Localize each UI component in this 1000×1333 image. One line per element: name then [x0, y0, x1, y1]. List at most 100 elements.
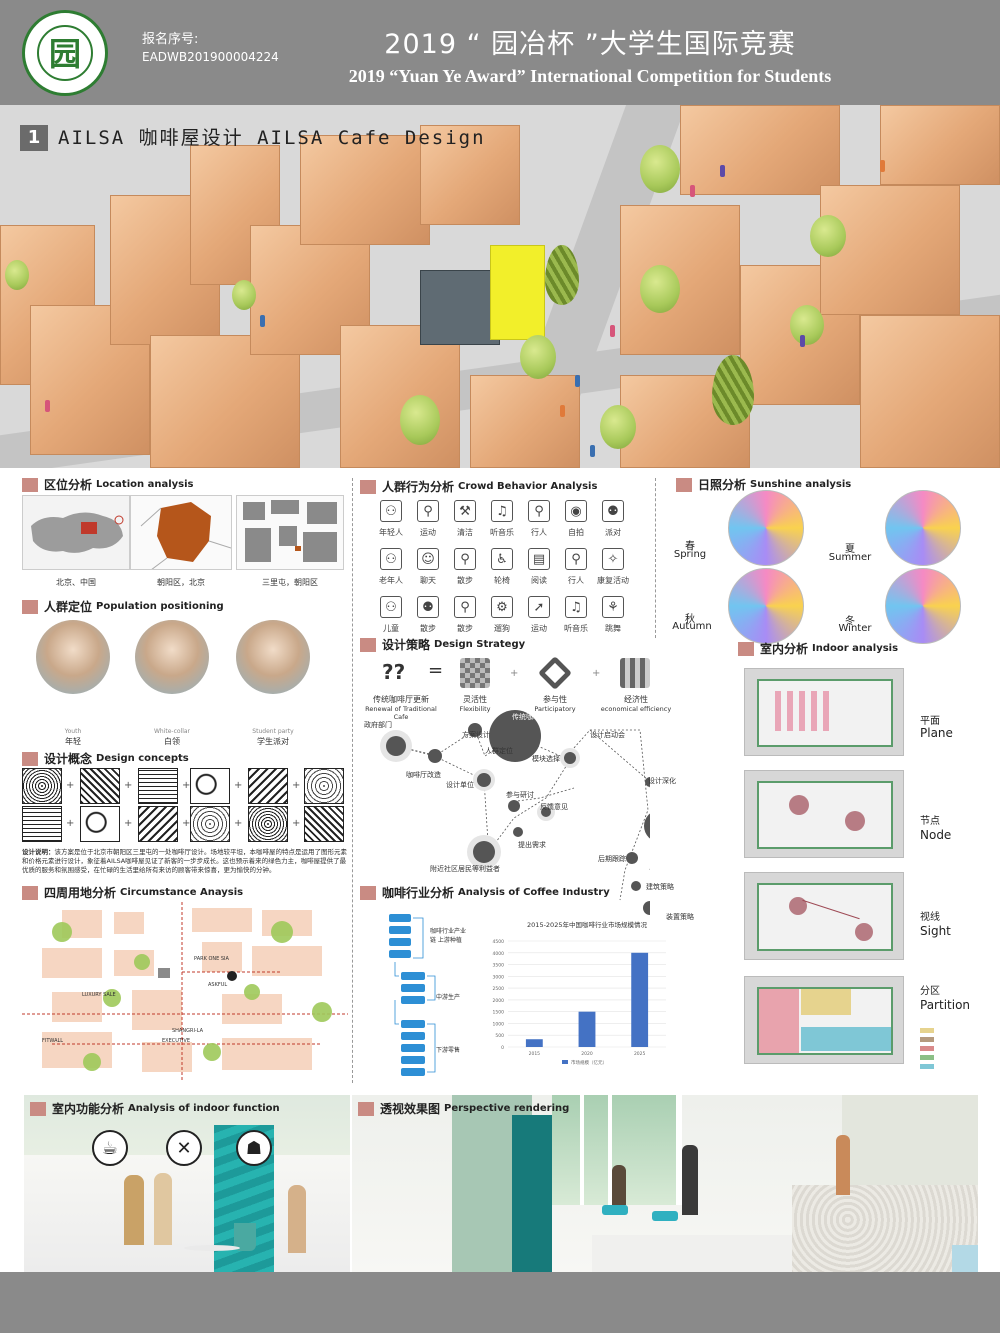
perspective-render — [352, 1095, 978, 1272]
heading-en: Location analysis — [96, 479, 194, 490]
walker-icon: ⚲ — [417, 500, 439, 522]
chart-title: 2015-2025年中国咖啡行业市场规模情况 — [527, 920, 647, 929]
economy-cube-icon — [620, 658, 650, 688]
plus-sign: + — [66, 818, 75, 829]
flow-stage: 咖啡行业产业链 上游种植 — [430, 928, 467, 944]
persona-youth-photo — [36, 620, 110, 694]
sunshine-heading: 日照分析 Sunshine analysis — [676, 476, 851, 493]
tree — [400, 395, 440, 445]
person — [880, 160, 885, 172]
world-map — [22, 495, 130, 570]
crowd-behavior-label: 康复活动 — [597, 576, 629, 585]
circumstance-map: PARK ONE SIA ASKFUL LUXURY SALE SHANGRI-… — [22, 902, 348, 1080]
heading-cn: 四周用地分析 — [44, 886, 117, 900]
persona-cn: 学生派对 — [257, 737, 289, 746]
strategy-node: 咖啡厅改造 — [406, 771, 441, 779]
coffee-heading: 咖啡行业分析 Analysis of Coffee Industry — [360, 884, 610, 901]
plan-label-en: Node — [920, 828, 952, 842]
location-heading: 区位分析 Location analysis — [22, 476, 194, 493]
concept-tile — [190, 806, 230, 842]
concept-tile — [80, 768, 120, 804]
concept-tile — [138, 768, 178, 804]
person — [260, 315, 265, 327]
legend-swatch — [920, 1037, 934, 1042]
crowd-behavior-label: 散步 — [420, 624, 436, 633]
heading-marker — [360, 637, 376, 652]
heading-marker — [738, 641, 754, 656]
heading-en: Perspective rendering — [444, 1103, 570, 1114]
sun-summer — [885, 490, 961, 566]
concepts-heading: 设计概念 Design concepts — [22, 750, 189, 767]
location-caption: 三里屯，朝阳区 — [262, 578, 318, 587]
crowd-behavior-label: 派对 — [605, 528, 621, 537]
divider — [352, 478, 353, 1083]
season-cn: 秋 — [685, 614, 695, 625]
strategy-equals: = — [428, 660, 444, 681]
heading-cn: 透视效果图 — [380, 1102, 441, 1116]
fork-knife-icon: ✕ — [166, 1130, 202, 1166]
old-house — [420, 270, 500, 345]
walker-4-icon: ⚲ — [565, 548, 587, 570]
crowd-behavior-label: 散步 — [457, 576, 473, 585]
plan-label-en: Plane — [920, 726, 953, 740]
heading-marker — [22, 599, 38, 614]
location-caption: 北京、中国 — [56, 578, 96, 587]
plan-sight — [744, 872, 904, 960]
crowd-behavior-label: 运动 — [531, 624, 547, 633]
tree — [232, 280, 256, 310]
plan-partition — [744, 976, 904, 1064]
heading-cn: 室内分析 — [760, 642, 809, 656]
strategy-node: 人群定位 — [485, 747, 513, 755]
strategy-item-cn: 参与性 — [543, 695, 567, 704]
logo-char: 园 — [37, 25, 93, 81]
chart-svg: 2015-2025年中国咖啡行业市场规模情况050010001500200025… — [493, 920, 666, 1066]
circumstance-heading: 四周用地分析 Circumstance Anaysis — [22, 884, 243, 901]
heading-marker — [358, 1101, 374, 1116]
tree — [5, 260, 29, 290]
chart-y-tick: 0 — [501, 1045, 504, 1051]
plus-sign: + — [510, 668, 519, 679]
building — [340, 325, 460, 468]
strategy-item-cn: 经济性 — [624, 695, 648, 704]
industry-flow — [385, 910, 470, 1080]
tree — [810, 215, 846, 257]
map-label: SHANGRI-LA — [172, 1028, 204, 1034]
crowd-behavior-label: 行人 — [531, 528, 547, 537]
strategy-node: 设计启动会 — [590, 731, 625, 739]
cleaner-icon: ⚒ — [454, 500, 476, 522]
person — [800, 335, 805, 347]
concept-tile — [138, 806, 178, 842]
strategy-heading: 设计策略 Design Strategy — [360, 636, 525, 653]
building — [860, 315, 1000, 468]
crowd-behavior-label: 散步 — [457, 624, 473, 633]
dancer-icon: ✧ — [602, 548, 624, 570]
heading-marker — [22, 751, 38, 766]
strategy-node: 参与研讨 — [506, 791, 534, 799]
function-heading: 室内功能分析 Analysis of indoor function — [30, 1100, 280, 1117]
chart-x-tick: 2015 — [529, 1051, 541, 1057]
heading-cn: 咖啡行业分析 — [382, 886, 455, 900]
child-pair-icon: ⚇ — [380, 596, 402, 618]
population-heading: 人群定位 Population positioning — [22, 598, 224, 615]
heading-cn: 人群定位 — [44, 600, 93, 614]
legend-swatch — [920, 1028, 934, 1033]
chart-y-tick: 2500 — [493, 986, 505, 992]
crowd-behavior-label: 儿童 — [383, 624, 399, 633]
crowd-behavior-label: 听音乐 — [490, 528, 514, 537]
divider — [655, 478, 656, 638]
season-cn: 春 — [685, 541, 695, 552]
building — [680, 105, 840, 195]
heading-cn: 设计概念 — [44, 752, 93, 766]
strategy-question: ?? — [382, 660, 406, 684]
leaf-tree — [712, 355, 754, 425]
perspective-heading: 透视效果图 Perspective rendering — [358, 1100, 569, 1117]
plus-sign: + — [292, 818, 301, 829]
strategy-node: 方案落实 — [652, 823, 680, 831]
chart-y-tick: 4500 — [493, 939, 505, 945]
indoor-heading: 室内分析 Indoor analysis — [738, 640, 898, 657]
strategy-node: 政府部门 — [364, 721, 392, 729]
strategy-item-cn: 传统咖啡厅更新 — [373, 695, 429, 704]
registration-code: EADWB201900004224 — [142, 50, 279, 64]
tree — [640, 145, 680, 193]
strategy-item-en: economical efficiency — [600, 705, 672, 713]
